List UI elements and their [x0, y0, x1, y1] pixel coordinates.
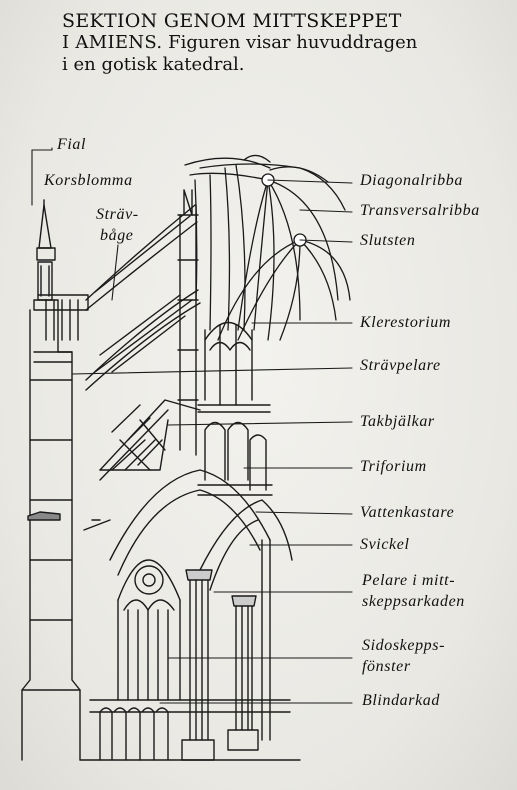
- label-slutsten: Slutsten: [360, 232, 416, 249]
- label-vattenkastare: Vattenkastare: [360, 504, 455, 521]
- piers: [181, 539, 271, 761]
- heading-line-2-caps: I AMIENS.: [62, 32, 163, 53]
- label-fial: Fial: [57, 136, 87, 153]
- diagram-heading: SEKTION GENOM MITTSKEPPET I AMIENS. Figu…: [62, 10, 502, 76]
- clerestory: [204, 322, 253, 406]
- label-svickel: Svickel: [360, 536, 410, 553]
- label-sidoskepps-line-2: fönster: [362, 658, 411, 675]
- label-stravpelare: Strävpelare: [360, 357, 441, 374]
- label-transversalribba: Transversalribba: [360, 202, 480, 219]
- label-triforium: Triforium: [360, 458, 427, 475]
- label-sidoskepps-line-1: Sidoskepps-: [362, 637, 446, 654]
- label-pelare-line-2: skeppsarkaden: [362, 593, 465, 610]
- arcade: [83, 469, 293, 591]
- label-takbjalkar: Takbjälkar: [360, 413, 435, 430]
- aisle-window: [117, 559, 181, 701]
- label-blindarkad: Blindarkad: [362, 692, 440, 709]
- heading-line-1: SEKTION GENOM MITTSKEPPET: [62, 10, 402, 32]
- label-klerestorium: Klerestorium: [360, 314, 452, 331]
- label-stravbage-line-1: Sträv-: [96, 206, 139, 223]
- label-pelare-i-mittskeppsarkaden: Pelare i mitt- skeppsarkaden: [362, 570, 512, 612]
- label-pelare-line-1: Pelare i mitt-: [362, 572, 456, 589]
- label-sidoskeppsfonster: Sidoskepps- fönster: [362, 635, 512, 677]
- triforium: [197, 404, 273, 496]
- intermediate-pier: [177, 189, 199, 456]
- label-korsblomma: Korsblomma: [44, 172, 133, 189]
- blind-arcade-base: [79, 699, 301, 761]
- heading-line-2-rest: Figuren visar huvuddragen: [162, 32, 418, 53]
- outer-buttress: [21, 199, 89, 761]
- vault-ribs: [184, 154, 351, 341]
- label-stravbage-line-2: båge: [100, 227, 134, 244]
- label-diagonalribba: Diagonalribba: [360, 172, 463, 189]
- label-stravbage: Sträv- båge: [96, 204, 156, 246]
- leader-lines: [31, 147, 353, 704]
- roof-rafters: [99, 399, 201, 481]
- heading-line-2: I AMIENS. Figuren visar huvuddragen: [62, 32, 502, 54]
- heading-line-3: i en gotisk katedral.: [62, 54, 245, 75]
